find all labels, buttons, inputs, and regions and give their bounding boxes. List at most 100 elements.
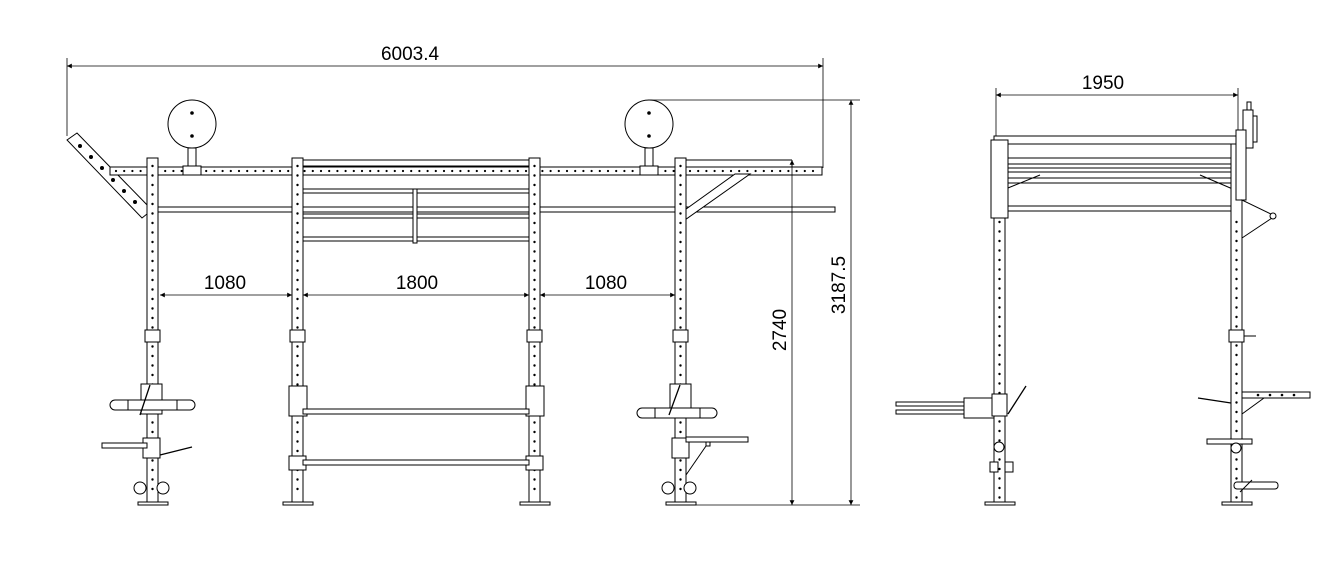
hole [151,307,154,310]
hole [1235,429,1238,433]
side-view: 1950 [895,73,1311,506]
hole [475,169,478,173]
hole [533,278,536,282]
hole [151,231,154,234]
hole [533,259,536,263]
hole [998,268,1001,271]
hole [664,169,667,173]
hole [998,496,1001,499]
dimension-side-depth: 1950 [995,73,1239,136]
hole [296,440,299,443]
hole [533,383,536,386]
hole [296,383,299,386]
right-gusset [681,173,752,223]
side-depth-label: 1950 [1082,73,1124,94]
hole [151,297,154,301]
hole [998,325,1001,328]
hole [278,169,282,173]
hole [151,364,154,367]
hole [1235,239,1238,243]
dimension-heights: 2740 3187.5 [650,99,860,506]
hole [998,315,1001,319]
hole [679,174,682,177]
hole [679,345,682,348]
hole [319,169,323,173]
hole [565,169,569,173]
hole [296,430,299,434]
hole [344,169,347,173]
hole [296,326,299,329]
hole [672,169,675,173]
hole [998,306,1001,309]
hole [779,169,782,173]
hole [679,278,682,282]
hole [533,221,536,225]
hole [328,169,331,173]
hole [270,169,273,173]
hole [998,363,1001,366]
hole [721,169,724,173]
hole [533,307,536,310]
hole [998,220,1001,224]
hole [679,478,682,481]
hole [213,169,216,173]
hole [229,169,232,173]
hole [151,354,154,358]
hole [451,169,454,173]
hole [533,288,536,291]
bay-right-label: 1080 [585,273,627,294]
hole [151,459,154,462]
hole [296,174,299,177]
hole [533,240,536,244]
hole [296,183,299,187]
hole [151,164,154,168]
hole [679,212,682,215]
hole [401,169,405,173]
hole [296,345,299,348]
hole [377,169,380,173]
hole [803,169,806,173]
hole [998,334,1001,338]
hole [533,478,536,481]
hole [679,468,682,472]
hole [1235,496,1238,499]
hole [296,250,299,253]
hole [533,440,536,443]
hole [151,250,154,253]
hole [483,169,487,173]
hole [998,344,1001,347]
hole [1235,258,1238,262]
left-attachments [101,384,196,495]
hole [998,477,1001,480]
hole [442,169,446,173]
hole [139,169,142,173]
hole [533,231,536,234]
side-uprights [984,129,1253,506]
hole [541,169,544,173]
hole [151,202,154,206]
hole [998,258,1001,262]
hole [151,487,154,491]
side-top-frame [993,135,1239,212]
hole [1235,249,1238,252]
hole [679,250,682,253]
hole [296,307,299,310]
hole [557,169,560,173]
hole [1235,230,1238,233]
hole [1235,287,1238,290]
hole [623,169,626,173]
hole [631,169,634,173]
hole [296,278,299,282]
hole [262,169,265,173]
hole [151,288,154,291]
pull-up-bars [154,188,836,244]
hole [131,169,134,173]
hole [679,316,682,320]
hole [426,169,429,173]
hole [296,193,299,196]
hole [508,169,511,173]
hole [336,169,339,173]
hole [172,169,175,173]
hole [582,169,585,173]
bay-center-label: 1800 [396,273,438,294]
